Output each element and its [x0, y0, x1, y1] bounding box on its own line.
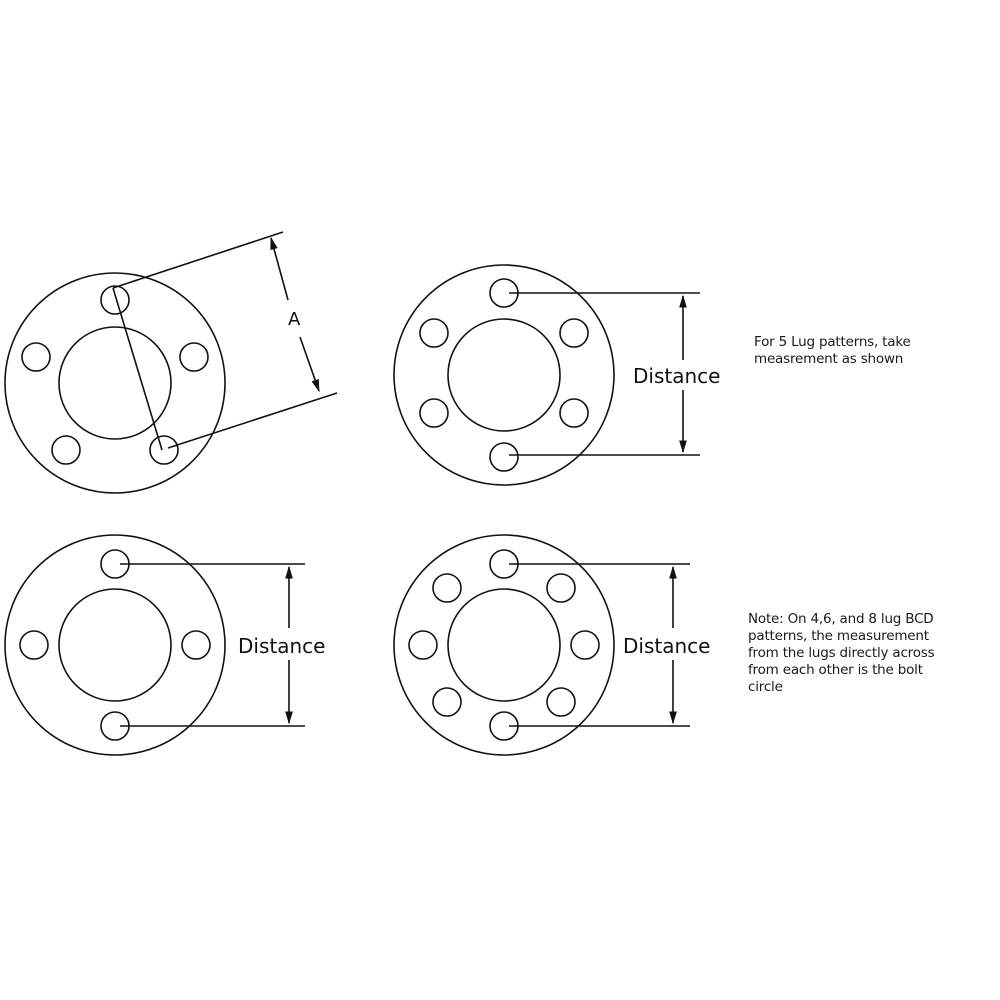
lug-hole [179, 342, 209, 372]
six-lug-flange: Distance [393, 264, 720, 486]
dimension-arrow-up [270, 236, 289, 301]
five-lug-note: For 5 Lug patterns, take measrement as s… [754, 334, 911, 368]
dimension-label: Distance [238, 634, 325, 658]
lug-hole [432, 573, 462, 603]
five-lug-flange: A [4, 231, 338, 494]
lug-hole [419, 318, 449, 348]
outer-rim [4, 272, 226, 494]
measure-line [112, 287, 163, 451]
bcd-note: Note: On 4,6, and 8 lug BCD patterns, th… [748, 611, 935, 696]
note-line: circle [748, 679, 783, 695]
note-line: from the lugs directly across [748, 645, 935, 661]
dimension-arrow-down [299, 336, 320, 393]
lug-hole [559, 318, 589, 348]
lug-hole [149, 435, 179, 465]
center-bore [447, 318, 561, 432]
four-lug-flange: Distance [4, 534, 325, 756]
center-bore [58, 326, 172, 440]
lug-hole [546, 573, 576, 603]
lug-hole [181, 630, 211, 660]
lug-hole [419, 398, 449, 428]
extension-line-top [112, 231, 284, 289]
lug-hole [546, 687, 576, 717]
extension-line-bottom [167, 392, 338, 449]
lug-hole [570, 630, 600, 660]
note-line: from each other is the bolt [748, 662, 923, 678]
lug-hole [432, 687, 462, 717]
lug-hole [51, 435, 81, 465]
dimension-label: Distance [623, 634, 710, 658]
note-line: Note: On 4,6, and 8 lug BCD [748, 611, 934, 627]
eight-lug-flange: Distance [393, 534, 710, 756]
center-bore [58, 588, 172, 702]
lug-hole [19, 630, 49, 660]
note-line: measrement as shown [754, 351, 904, 367]
lug-hole [100, 285, 130, 315]
note-line: patterns, the measurement [748, 628, 929, 644]
outer-rim [4, 534, 226, 756]
center-bore [447, 588, 561, 702]
lug-hole [489, 442, 519, 472]
lug-hole [408, 630, 438, 660]
note-line: For 5 Lug patterns, take [754, 334, 911, 350]
lug-hole [559, 398, 589, 428]
outer-rim [393, 264, 615, 486]
outer-rim [393, 534, 615, 756]
dimension-label-a: A [288, 309, 301, 330]
lug-hole [21, 342, 51, 372]
dimension-label: Distance [633, 364, 720, 388]
